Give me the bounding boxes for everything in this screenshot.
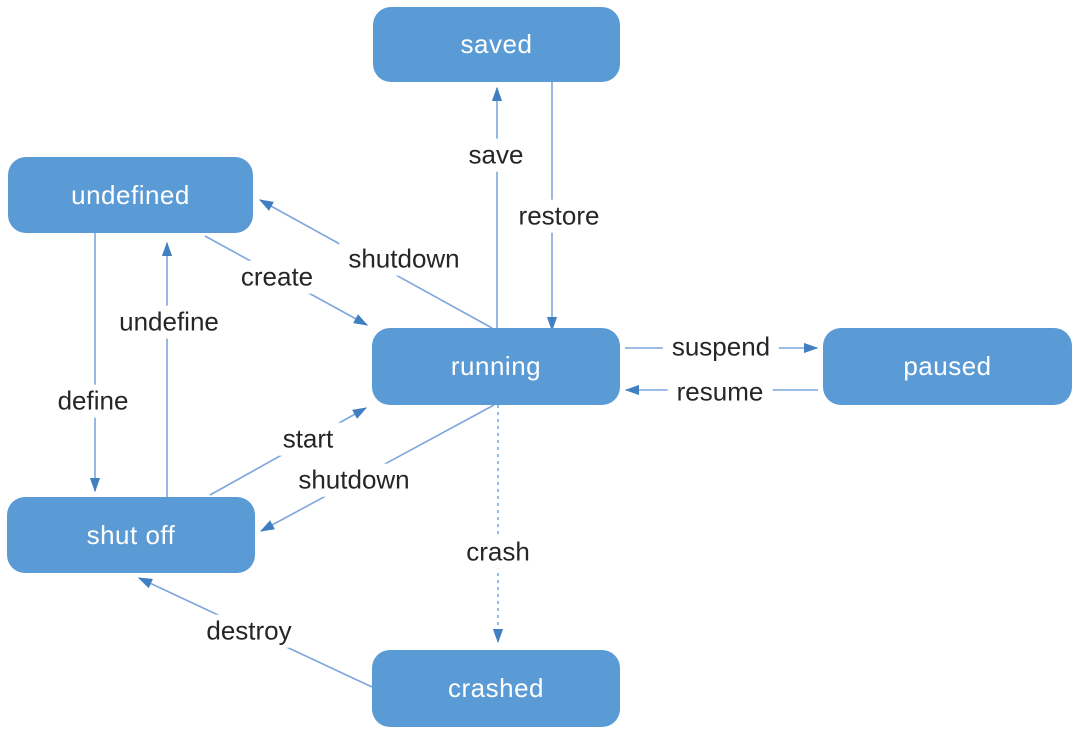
edge-label-suspend: suspend [662, 330, 780, 364]
node-paused-label: paused [903, 351, 992, 381]
edge-label-undefine: undefine [110, 305, 228, 339]
edge-label-save: save [459, 138, 533, 172]
edge-label-destroy: destroy [197, 614, 301, 648]
node-running: running [372, 328, 620, 405]
edge-label-create: create [231, 260, 323, 294]
node-crashed: crashed [372, 650, 620, 727]
node-undefined: undefined [8, 157, 253, 233]
edge-label-define: define [48, 384, 138, 418]
node-crashed-label: crashed [448, 673, 544, 703]
edge-label-resume: resume [667, 375, 773, 409]
node-shut-off-label: shut off [86, 519, 176, 550]
edge-label-shutdown-to-undefined: shutdown [339, 242, 469, 276]
edge-label-start: start [273, 422, 343, 456]
node-undefined-label: undefined [71, 179, 190, 210]
edge-label-shutdown-to-shutoff: shutdown [289, 463, 419, 497]
node-running-label: running [450, 351, 542, 381]
edge-label-crash: crash [457, 535, 539, 569]
node-shut-off: shut off [7, 497, 255, 573]
node-saved: saved [373, 7, 620, 82]
node-paused: paused [823, 328, 1072, 405]
edge-label-restore: restore [509, 199, 609, 233]
node-saved-label: saved [460, 29, 533, 59]
